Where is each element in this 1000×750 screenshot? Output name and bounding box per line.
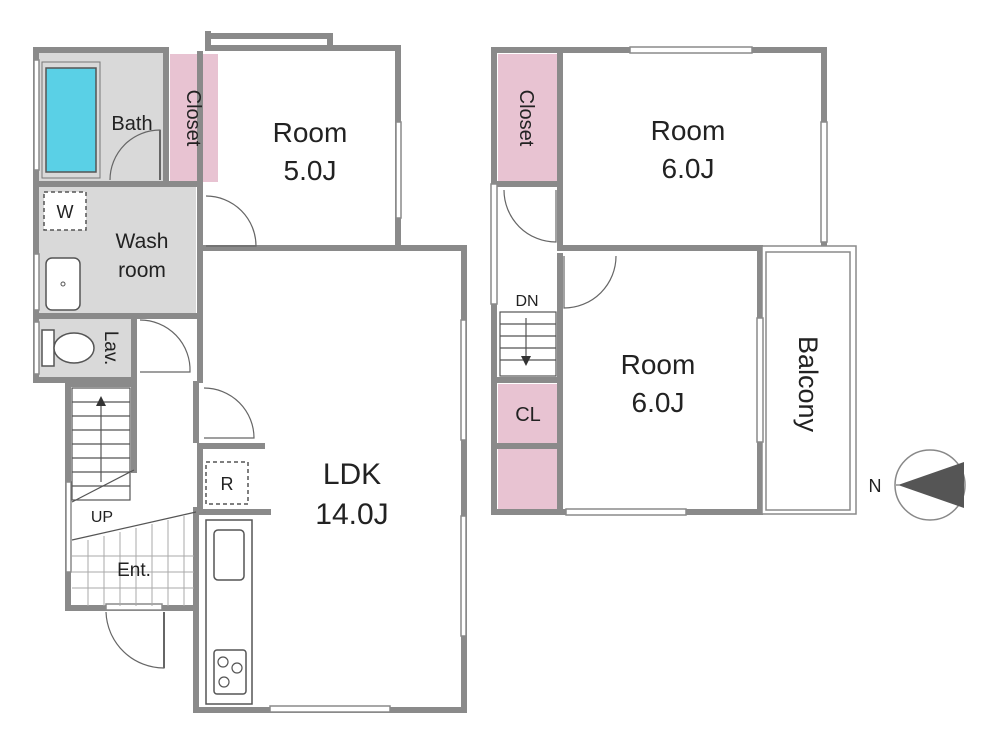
bathtub [45,67,97,173]
label-ldk-name: LDK [323,458,381,491]
stairs-down [499,311,557,377]
kitchen-sink [213,529,245,581]
stairs-down-arrow [521,356,531,366]
burner-1 [217,656,229,668]
label-ldk-size: 14.0J [315,498,388,531]
balcony-area [761,245,857,515]
compass: N [869,449,966,521]
label-stairs-up: UP [91,509,113,526]
burner-3 [218,676,230,688]
closet-lower [498,448,558,510]
label-closet-floor2: Closet [515,90,537,147]
cl-closet [498,384,558,444]
floor-1: Bath Closet Room 5.0J W Wash room Lav. L… [33,31,467,713]
balcony-rail [765,251,851,511]
windows-floor2 [490,46,828,516]
label-cl: CL [515,404,541,426]
washer-box [43,191,87,231]
compass-north-label: N [869,476,882,496]
stove-top [213,649,247,695]
label-lav: Lav. [100,331,121,366]
entrance-tiles [72,516,194,606]
label-room-small-name: Room [273,117,348,148]
label-bath: Bath [111,113,152,135]
closet-floor2 [498,54,558,182]
fridge-box [205,461,249,505]
stair-diagonal [71,469,135,503]
wash-basin [45,257,81,311]
label-stairs-down: DN [515,293,538,310]
door-swings-floor2 [503,189,617,309]
label-entrance: Ent. [117,560,151,581]
label-wash-line2: room [118,259,166,282]
door-swings-floor1 [105,129,257,669]
floor-2: Closet Room 6.0J DN Room 6.0J CL Balcony [490,46,857,516]
label-room-south-name: Room [621,349,696,380]
stairs-up [71,387,131,501]
label-closet-floor1: Closet [182,90,204,147]
label-washer: W [57,202,74,222]
toilet-bowl [53,332,95,364]
bathtub-rim [41,61,101,179]
label-room-south-size: 6.0J [632,387,685,418]
label-room-small-size: 5.0J [284,155,337,186]
label-room-north-name: Room [651,115,726,146]
label-balcony: Balcony [793,336,823,433]
label-fridge: R [221,474,234,494]
label-wash-line1: Wash [116,230,169,253]
burner-2 [231,662,243,674]
stair-landing-line [71,511,197,541]
label-room-north-size: 6.0J [662,153,715,184]
toilet-tank [41,329,55,367]
closet-floor1 [170,54,218,182]
stairs-up-arrow [96,396,106,406]
windows-floor1 [33,59,467,713]
wash-basin-drain [60,281,66,287]
